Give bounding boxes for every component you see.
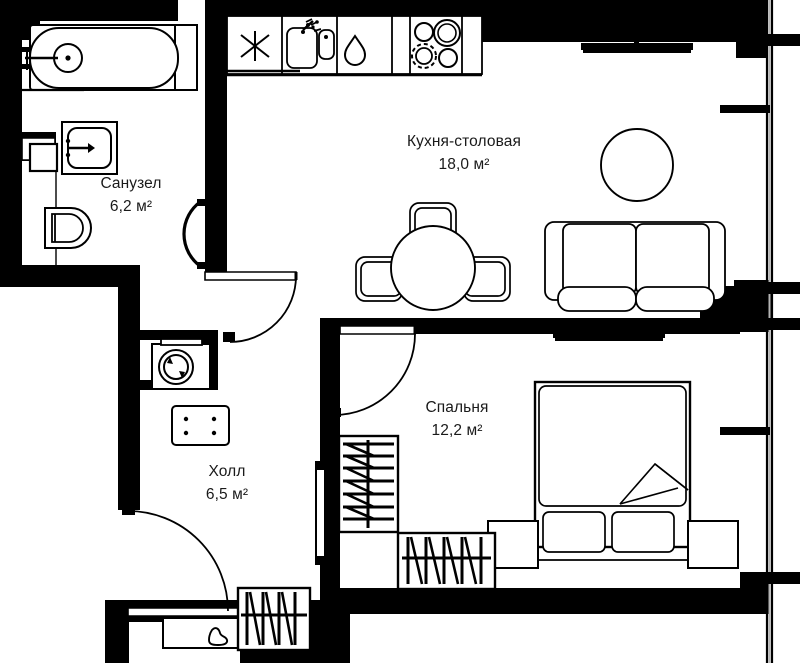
double-bed bbox=[533, 380, 692, 561]
door-swing-icon bbox=[329, 326, 417, 417]
stove-burners-icon bbox=[411, 19, 461, 69]
pendant-lamp-icon bbox=[600, 128, 674, 202]
sink-icon bbox=[286, 18, 335, 69]
washing-machine-icon bbox=[151, 338, 211, 390]
nightstand bbox=[487, 520, 739, 569]
room-label-bathroom: Санузел 6,2 м² bbox=[56, 174, 206, 217]
door-swing-icon bbox=[182, 199, 298, 343]
room-name: Холл bbox=[208, 463, 246, 480]
clothes-hanger-icon bbox=[343, 440, 394, 528]
window-mullions bbox=[720, 34, 800, 584]
room-area: 6,5 м² bbox=[205, 486, 249, 504]
dining-table bbox=[355, 202, 511, 311]
toilet-icon bbox=[44, 207, 92, 249]
room-name: Санузел bbox=[100, 175, 162, 192]
room-label-kitchen: Кухня-столовая 18,0 м² bbox=[374, 132, 554, 175]
radiator-icon bbox=[581, 35, 693, 53]
mirror bbox=[315, 461, 326, 565]
door-swing-icon bbox=[122, 506, 229, 612]
electrical-panel-icon bbox=[171, 405, 230, 446]
radiator-icon bbox=[553, 323, 665, 341]
room-name: Кухня-столовая bbox=[407, 133, 521, 150]
dishwasher-droplet-icon bbox=[343, 34, 367, 66]
cooktop-star-icon bbox=[240, 31, 270, 61]
clothes-hanger-icon bbox=[241, 591, 307, 646]
bathtub-icon bbox=[22, 24, 198, 92]
clothes-hanger-icon bbox=[402, 536, 491, 585]
room-label-bedroom: Спальня 12,2 м² bbox=[382, 398, 532, 441]
sofa bbox=[544, 221, 726, 312]
wardrobe bbox=[396, 531, 497, 591]
room-area: 18,0 м² bbox=[438, 156, 490, 174]
room-area: 6,2 м² bbox=[109, 198, 153, 216]
washbasin-icon bbox=[28, 121, 118, 175]
shoe-cabinet bbox=[162, 617, 239, 649]
room-label-hall: Холл 6,5 м² bbox=[152, 462, 302, 505]
room-area: 12,2 м² bbox=[431, 422, 483, 440]
room-name: Спальня bbox=[425, 399, 489, 416]
east-glazed-facade bbox=[765, 0, 774, 663]
